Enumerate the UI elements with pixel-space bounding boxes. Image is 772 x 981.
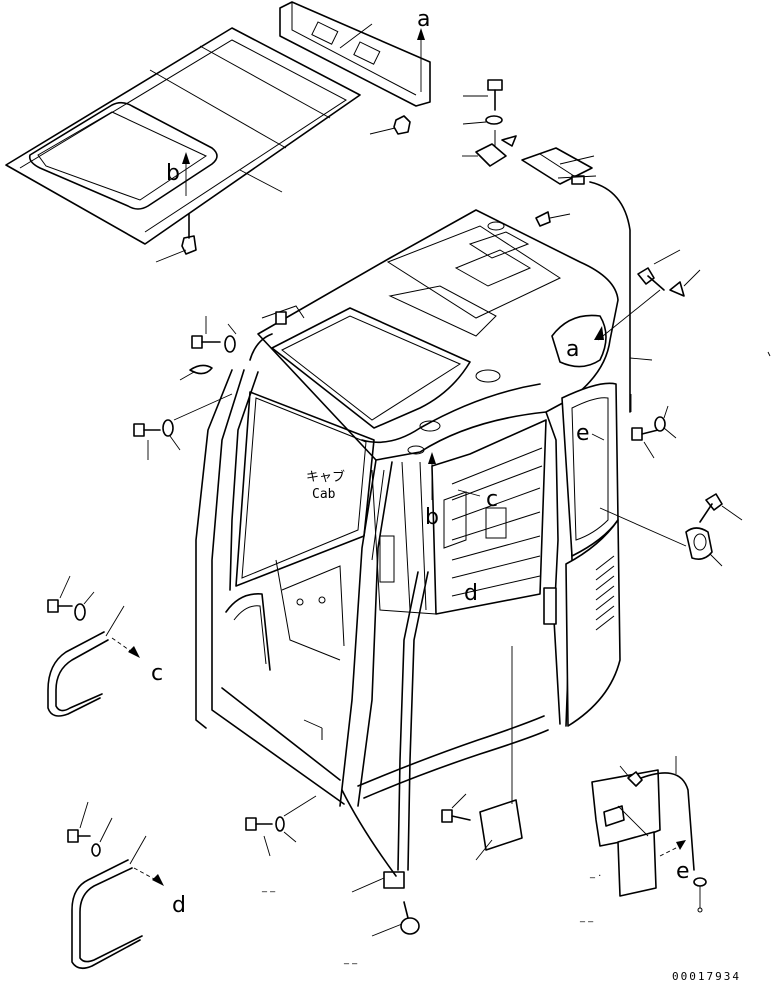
callout-b-roof: b (166, 161, 180, 186)
roof-panel (5, 27, 361, 245)
svg-text:_ _: _ _ (343, 954, 358, 965)
callout-e-bracket: e (676, 859, 690, 884)
grab-bar (341, 571, 429, 893)
washer (74, 591, 95, 621)
svg-text:_ .: _ . (589, 868, 601, 879)
clip (535, 211, 571, 227)
bolt (133, 423, 161, 460)
bracket-plate (475, 646, 523, 861)
bracket-plate (462, 130, 507, 167)
bolt (631, 427, 659, 459)
callout-e-cab: e (576, 421, 590, 446)
bolt (463, 79, 503, 111)
washer (162, 393, 233, 451)
nut (369, 115, 411, 135)
handrail-c (47, 605, 125, 717)
clip (501, 135, 517, 147)
washer (91, 817, 113, 857)
bolt (637, 249, 701, 297)
mirror-bracket (599, 507, 723, 567)
svg-text:_ _: _ _ (261, 882, 276, 893)
cab-label-en: Cab (312, 487, 336, 502)
washer (654, 405, 677, 439)
bracket-e (591, 756, 695, 897)
roof-cover-plate (279, 1, 431, 107)
nut (627, 771, 643, 787)
callout-b-cab: b (425, 505, 439, 530)
bolt (67, 801, 91, 843)
callout-a-cab: a (566, 337, 579, 362)
washer (224, 323, 237, 353)
wire-harness (521, 147, 632, 413)
bolt (371, 901, 420, 937)
callout-a-top: a (417, 7, 430, 32)
bolt (441, 793, 471, 823)
bolt (245, 817, 273, 857)
cab-label-jp: キャブ (306, 469, 345, 485)
callout-c-handrail: c (151, 661, 163, 686)
bolt (47, 575, 73, 613)
drawing-number: 00017934 (672, 970, 741, 981)
bolt (699, 493, 743, 523)
callout-c-cab: c (486, 487, 498, 512)
clip (693, 877, 707, 913)
handrail-d (71, 835, 147, 970)
callout-d-handrail: d (172, 893, 186, 918)
grille (595, 555, 615, 631)
cab-frame: a (195, 209, 661, 807)
callout-d-cab: d (464, 581, 478, 606)
washer (462, 115, 503, 125)
bolt (191, 316, 221, 349)
bolt (155, 213, 197, 263)
rear-wall-ribs (451, 447, 543, 597)
washer (275, 795, 317, 843)
svg-text:_ _: _ _ (579, 912, 594, 923)
nut (179, 364, 213, 381)
